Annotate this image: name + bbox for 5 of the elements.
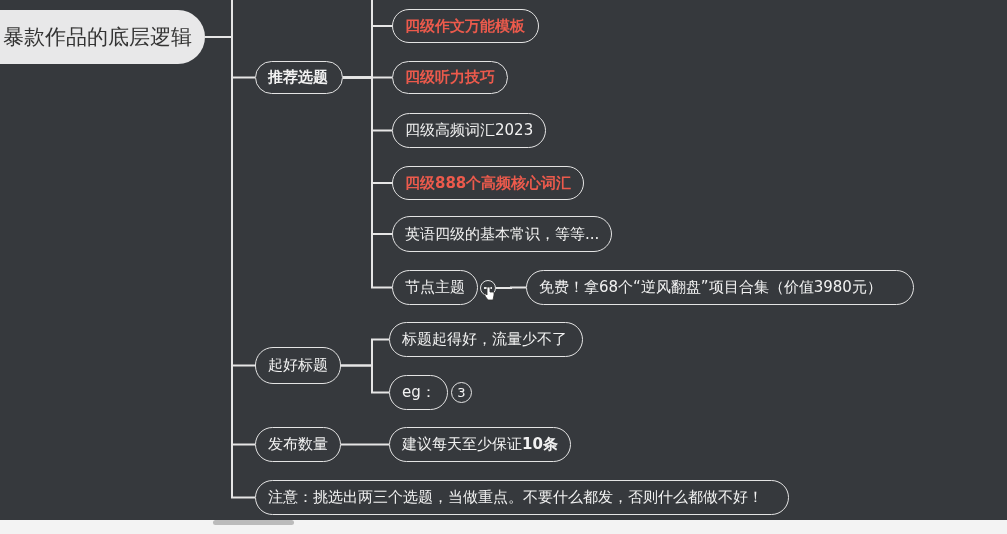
root-topic-box: 暴款作品的底层逻辑 (0, 10, 205, 64)
topic-box: 起好标题 (255, 347, 341, 384)
connector (340, 443, 390, 446)
connector (495, 286, 527, 289)
connector (340, 364, 390, 394)
